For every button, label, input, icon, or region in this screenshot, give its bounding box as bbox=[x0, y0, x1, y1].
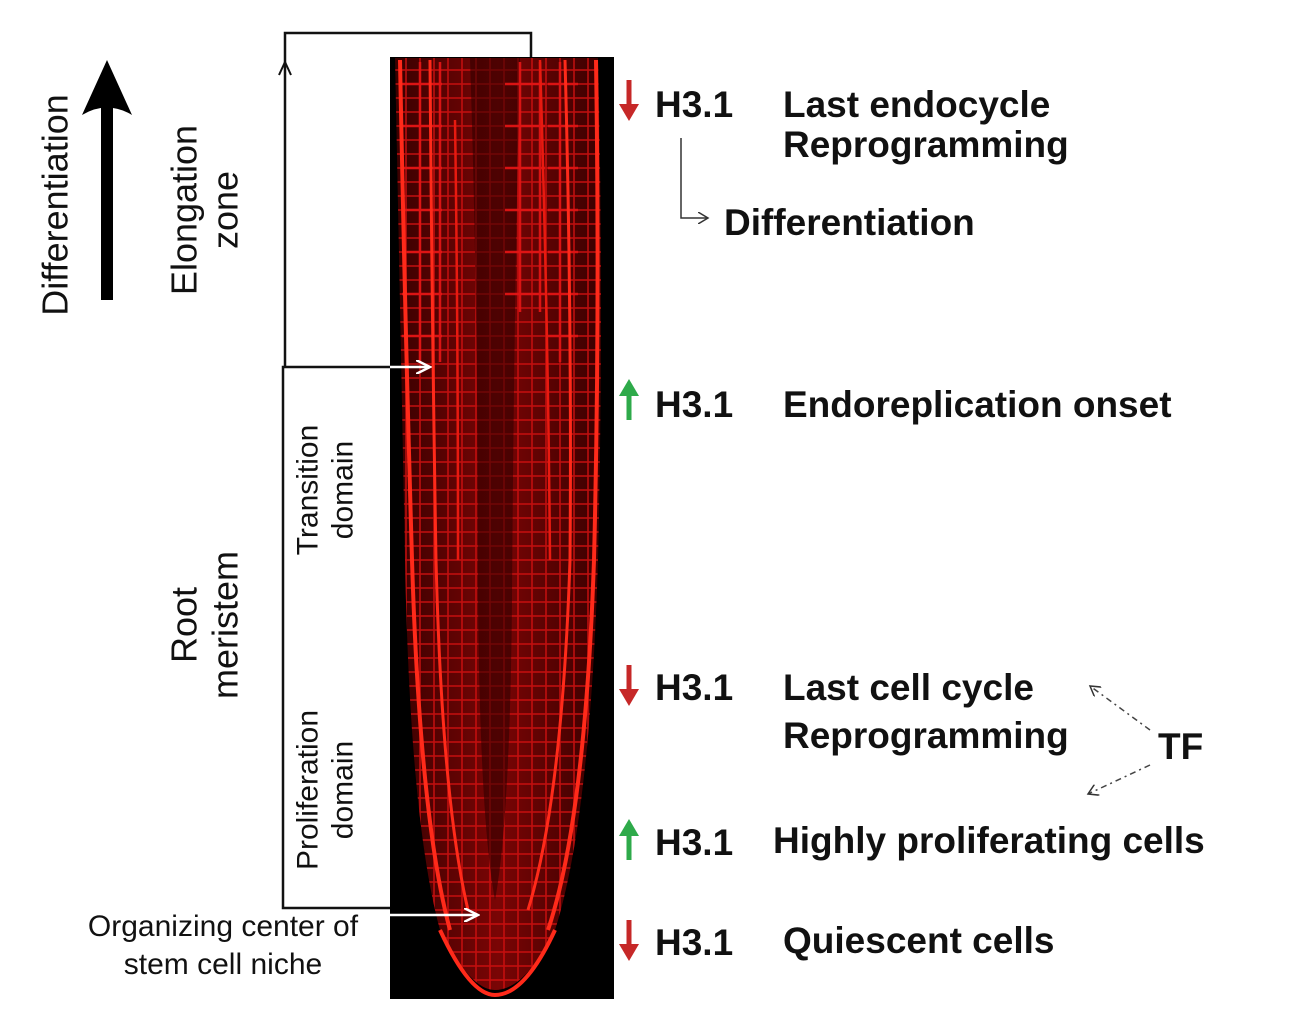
down-arrow-icon bbox=[619, 920, 639, 961]
root-meristem-line-1: Root bbox=[163, 586, 205, 664]
marker-2-label-line-1: Endoreplication onset bbox=[783, 384, 1172, 425]
transition-domain-label: Transition domain bbox=[292, 425, 361, 556]
elongation-line-2: zone bbox=[205, 170, 246, 250]
differentiation-axis-label: Differentiation bbox=[34, 94, 76, 316]
differentiation-arrow-icon bbox=[82, 60, 132, 300]
marker-3-label-line-2: Reprogramming bbox=[783, 715, 1069, 756]
transition-line-2: domain bbox=[326, 440, 359, 540]
tf-arrow-up bbox=[1090, 686, 1151, 731]
marker-2-histone: H3.1 bbox=[655, 384, 734, 425]
tf-label: TF bbox=[1158, 726, 1204, 767]
root-micrograph bbox=[395, 58, 601, 998]
transition-line-1: Transition bbox=[291, 424, 325, 556]
marker-5-histone: H3.1 bbox=[655, 922, 734, 963]
down-arrow-icon bbox=[619, 80, 639, 121]
tf-arrow-down bbox=[1088, 764, 1151, 794]
marker-4-histone: H3.1 bbox=[655, 822, 734, 863]
marker-1-histone: H3.1 bbox=[655, 84, 734, 125]
root-meristem-label: Root meristem bbox=[164, 551, 247, 699]
proliferation-domain-label: Proliferation domain bbox=[292, 710, 361, 870]
up-arrow-icon bbox=[619, 379, 639, 420]
differentiation-connector bbox=[680, 138, 708, 218]
marker-1-label-line-1: Last endocycle bbox=[783, 84, 1051, 125]
down-arrow-icon bbox=[619, 665, 639, 706]
elongation-line-1: Elongation bbox=[163, 124, 205, 296]
marker-1-label-line-2: Reprogramming bbox=[783, 124, 1069, 165]
organizing-line-1: Organizing center of bbox=[87, 910, 359, 943]
elongation-zone-bracket bbox=[283, 31, 533, 367]
elongation-zone-label: Elongation zone bbox=[164, 125, 247, 295]
marker-3-label-line-1: Last cell cycle bbox=[783, 667, 1034, 708]
root-meristem-bracket bbox=[281, 365, 390, 910]
elongation-arrowhead bbox=[278, 59, 292, 76]
organizing-line-2: stem cell niche bbox=[123, 947, 323, 981]
marker-5-label-line-1: Quiescent cells bbox=[783, 920, 1055, 961]
marker-4-label-line-1: Highly proliferating cells bbox=[773, 820, 1205, 861]
marker-arrows-group bbox=[619, 80, 639, 961]
differentiation-outcome-label: Differentiation bbox=[724, 202, 975, 243]
organizing-center-caption: Organizing center of stem cell niche bbox=[68, 908, 378, 983]
root-meristem-line-2: meristem bbox=[205, 550, 246, 700]
proliferation-line-2: domain bbox=[326, 740, 359, 840]
marker-3-histone: H3.1 bbox=[655, 667, 734, 708]
up-arrow-icon bbox=[619, 819, 639, 860]
proliferation-line-1: Proliferation bbox=[291, 709, 325, 871]
